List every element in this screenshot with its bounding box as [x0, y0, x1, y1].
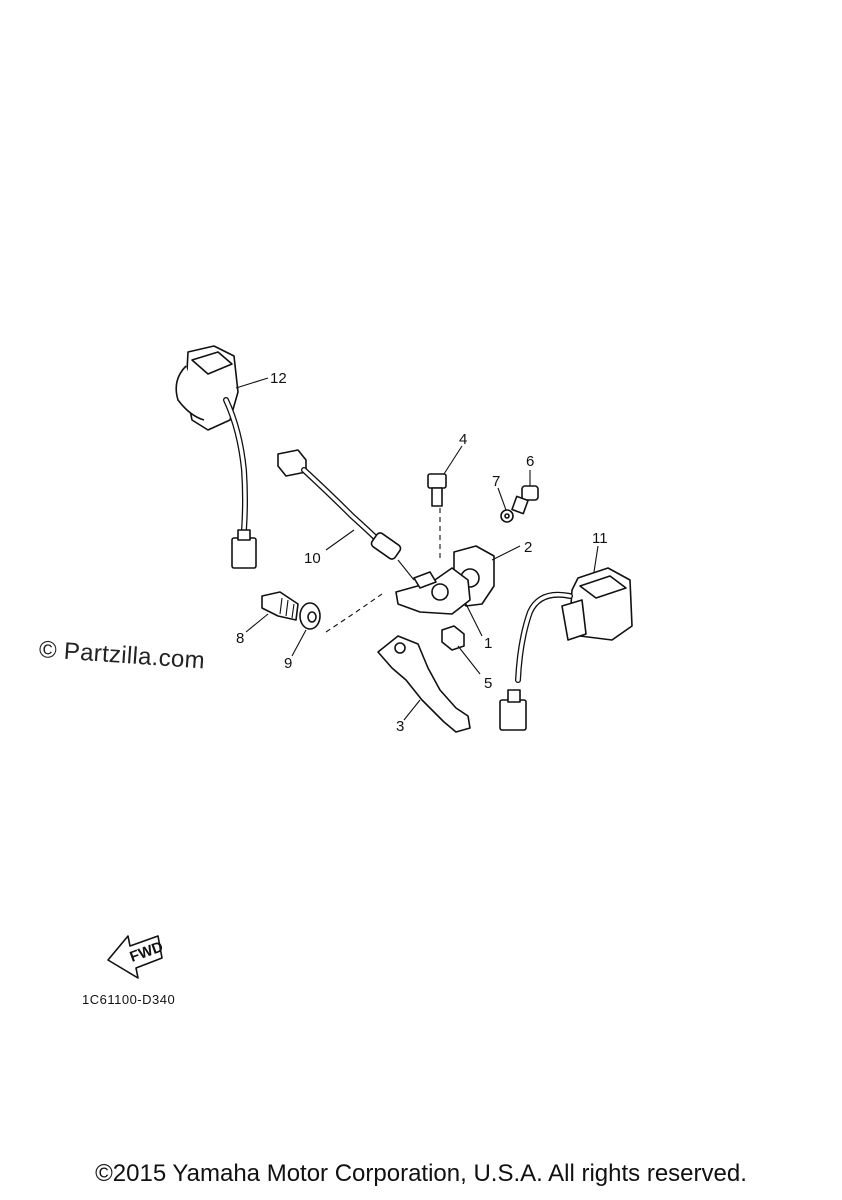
part-9-locknut[interactable] [299, 602, 321, 630]
callout-4: 4 [459, 431, 467, 448]
figure-code: 1C61100-D340 [82, 992, 176, 1007]
part-6-screw[interactable] [511, 485, 539, 515]
part-3-lever[interactable] [377, 635, 471, 733]
part-1-lever-bracket[interactable] [395, 567, 471, 615]
callout-2: 2 [524, 539, 532, 556]
callout-9: 9 [284, 655, 292, 672]
callout-labels: 12 4 6 7 2 11 10 1 5 8 9 3 [236, 370, 608, 735]
callout-7: 7 [492, 473, 500, 490]
callout-10: 10 [304, 550, 321, 567]
callout-3: 3 [396, 718, 404, 735]
part-12-switch[interactable] [175, 345, 257, 569]
part-7-washer[interactable] [500, 509, 514, 523]
part-8-adjuster[interactable] [261, 591, 299, 621]
copyright-footer: ©2015 Yamaha Motor Corporation, U.S.A. A… [95, 1160, 747, 1187]
leader-lines [235, 377, 599, 721]
callout-8: 8 [236, 630, 244, 647]
callout-1: 1 [484, 635, 492, 652]
callout-11: 11 [592, 530, 608, 547]
part-4-bolt[interactable] [427, 473, 447, 507]
part-10-lead-wire[interactable] [277, 449, 415, 581]
callout-5: 5 [484, 675, 492, 692]
part-5-nut[interactable] [441, 625, 465, 651]
callout-12: 12 [270, 370, 287, 387]
part-11-switch[interactable] [499, 567, 633, 731]
fwd-arrow-icon: FWD [107, 935, 166, 979]
callout-6: 6 [526, 453, 534, 470]
